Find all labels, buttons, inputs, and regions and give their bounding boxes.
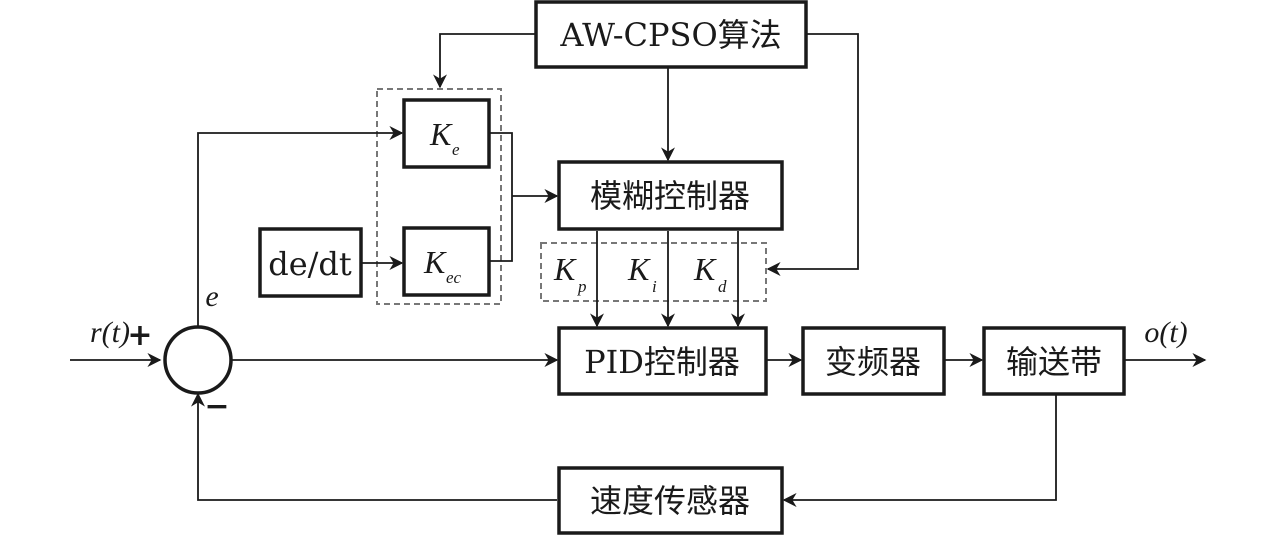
ki-subscript: i	[652, 277, 657, 296]
derivative-label: de/dt	[268, 245, 352, 283]
conveyor-label: 输送带	[1006, 343, 1102, 381]
scaling-factor-group-box	[376, 88, 502, 305]
kd-symbol: K	[693, 251, 717, 287]
ke-block	[402, 98, 491, 169]
kec-symbol: K	[423, 244, 447, 280]
inverter-label: 变频器	[825, 343, 921, 381]
ki-symbol: K	[627, 251, 651, 287]
aw-cpso-block	[534, 0, 808, 69]
kp-symbol: K	[553, 251, 577, 287]
inverter-block	[801, 326, 946, 396]
plus-sign: +	[127, 318, 152, 353]
pid-controller-block	[557, 326, 768, 396]
derivative-block	[258, 227, 363, 298]
kec-subscript: ec	[446, 268, 462, 287]
output-signal-label: o(t)	[1144, 316, 1187, 349]
pid-gain-group-box	[540, 242, 767, 302]
minus-sign: −	[204, 389, 229, 424]
input-signal-label: r(t)	[90, 316, 130, 349]
speed-sensor-block	[557, 466, 784, 535]
ke-subscript: e	[452, 140, 460, 159]
fuzzy-controller-label: 模糊控制器	[590, 177, 750, 215]
fuzzy-controller-block	[557, 160, 784, 231]
kp-subscript: p	[577, 277, 587, 296]
signal-lines	[70, 33, 1207, 507]
conveyor-block	[982, 326, 1126, 396]
ke-symbol: K	[429, 116, 453, 152]
speed-sensor-label: 速度传感器	[590, 482, 750, 520]
error-signal-label: e	[205, 280, 218, 313]
aw-cpso-label: AW-CPSO算法	[559, 16, 781, 54]
kec-block	[402, 226, 491, 297]
pid-controller-label: PID控制器	[584, 343, 740, 381]
summing-junction	[163, 325, 233, 395]
kd-subscript: d	[718, 277, 727, 296]
